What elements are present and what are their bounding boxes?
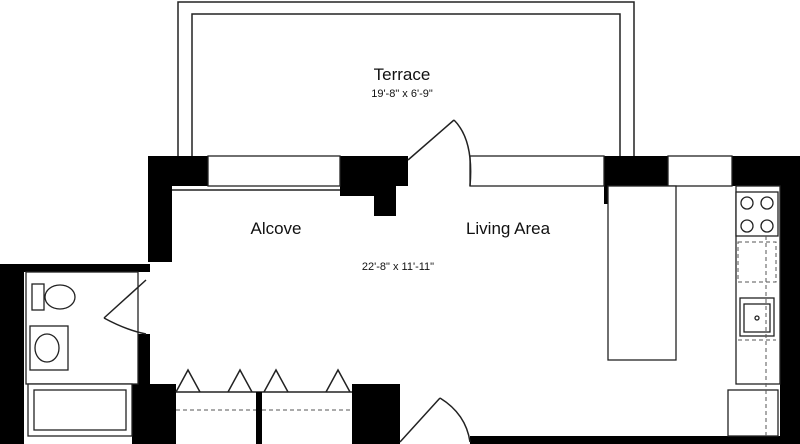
bathroom [25, 271, 147, 437]
entry-door [399, 397, 471, 443]
terrace [177, 1, 635, 158]
toilet-tank [31, 283, 45, 311]
windows [172, 155, 733, 191]
closets [175, 368, 352, 444]
cabinet [737, 241, 777, 283]
toilet-icon [44, 284, 76, 310]
alcove-label: Alcove [250, 219, 301, 238]
sink-icon [34, 333, 60, 363]
terrace-dimensions: 19'-8" x 6'-9" [371, 88, 433, 100]
living-area-label: Living Area [466, 219, 551, 238]
burner-icon [740, 196, 754, 210]
terrace-label: Terrace [374, 65, 431, 84]
terrace-door [407, 119, 472, 187]
partition [607, 185, 677, 361]
burner-icon [740, 219, 754, 233]
refrigerator [727, 389, 779, 437]
living-area-dimensions: 22'-8" x 11'-11" [362, 261, 434, 273]
burner-icon [760, 219, 774, 233]
burner-icon [760, 196, 774, 210]
kitchen [727, 185, 781, 437]
